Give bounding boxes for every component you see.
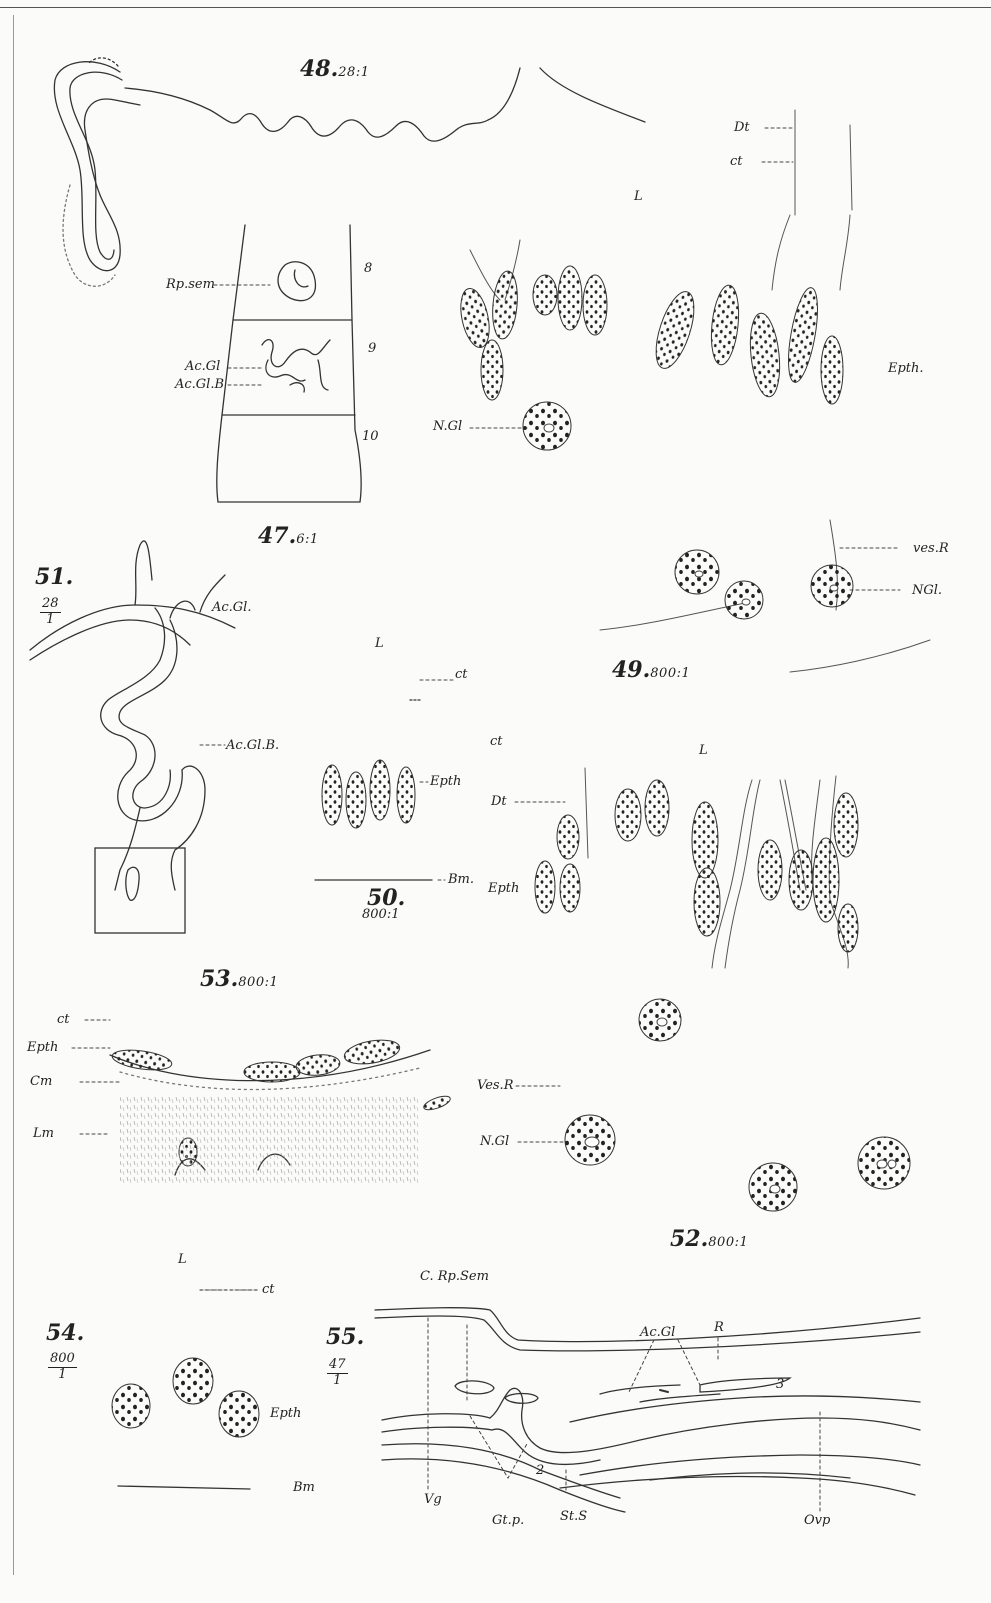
label-n-gl-52: N.Gl [480,1135,509,1148]
label-lumen-52: L [699,744,708,757]
label-ct-53: ct [57,1013,70,1026]
label-num-3: 3 [776,1378,784,1391]
fig48-number: 48.28:1 [300,58,369,80]
fig49-cells [456,266,843,404]
label-ct-49: ct [730,155,743,168]
fig51-number: 51. [35,566,73,588]
label-ac-gl-47: Ac.Gl [185,360,220,373]
fig52-number: 52.800:1 [670,1228,748,1250]
fig54-cells [112,1358,259,1437]
segment-8: 8 [364,262,372,275]
fig52-nucleoli [585,1018,896,1193]
label-gt-p: Gt.p. [492,1514,524,1527]
label-vg: Vg [424,1493,442,1506]
label-epth-50: Epth [430,775,461,788]
label-ac-gl-55: Ac.Gl [640,1326,675,1339]
fig53-muscle-stipple [120,1095,420,1185]
fig51-drawing [30,541,235,933]
cells [111,266,910,1437]
label-n-gl-49: N.Gl [433,420,462,433]
segment-9: 9 [368,342,376,355]
label-lumen-50: L [375,637,384,650]
segment-10: 10 [362,430,379,443]
label-ct-50: ct [455,668,468,681]
label-rp-sem: Rp.sem [166,278,215,291]
label-bm-50: Bm. [448,873,474,886]
label-ovp: Ovp [804,1514,830,1527]
fig48-drawing [54,58,645,286]
label-ac-gl-51: Ac.Gl. [212,601,251,614]
label-ct-52: ct [490,735,503,748]
label-bm-54: Bm [293,1481,315,1494]
label-ac-gl-b-47: Ac.Gl.B [175,378,224,391]
label-epth-52: Epth [488,882,519,895]
fig54-number: 54. [46,1322,84,1344]
fig50-scale: 800:1 [362,908,399,921]
label-lumen-54: L [178,1253,187,1266]
fig47-drawing [217,225,361,502]
fig53-number: 53.800:1 [200,968,278,990]
label-epth-49: Epth. [888,362,924,375]
label-ves-r-52: Ves.R [477,1079,513,1092]
label-ct-54: ct [262,1283,275,1296]
label-dt-52: Dt [491,795,507,808]
fig52-cells [535,780,858,952]
fig55-number: 55. [326,1326,364,1348]
label-num-2: 2 [536,1464,544,1477]
label-r-55: R [714,1321,724,1334]
label-dt-49: Dt [734,121,750,134]
label-lumen-49: L [634,190,643,203]
label-ac-gl-b-51: Ac.Gl.B. [226,739,279,752]
fig49-number: 49.800:1 [612,659,690,681]
fig50-cells [322,760,415,828]
fig47-number: 47.6:1 [258,525,319,547]
label-ngl-49: NGl. [912,584,942,597]
fig50-number: 50. [367,887,405,909]
label-lm-53: Lm [33,1127,54,1140]
label-c-rp-sem: C. Rp.Sem [420,1270,489,1283]
label-st-s: St.S [560,1510,587,1523]
label-epth-53: Epth [27,1041,58,1054]
fig49-gland-nuclei [523,402,853,619]
label-ves-r-49: ves.R [913,542,949,555]
label-epth-54: Epth [270,1407,301,1420]
fig52-gland-nuclei [565,999,910,1211]
label-cm-53: Cm [30,1075,52,1088]
